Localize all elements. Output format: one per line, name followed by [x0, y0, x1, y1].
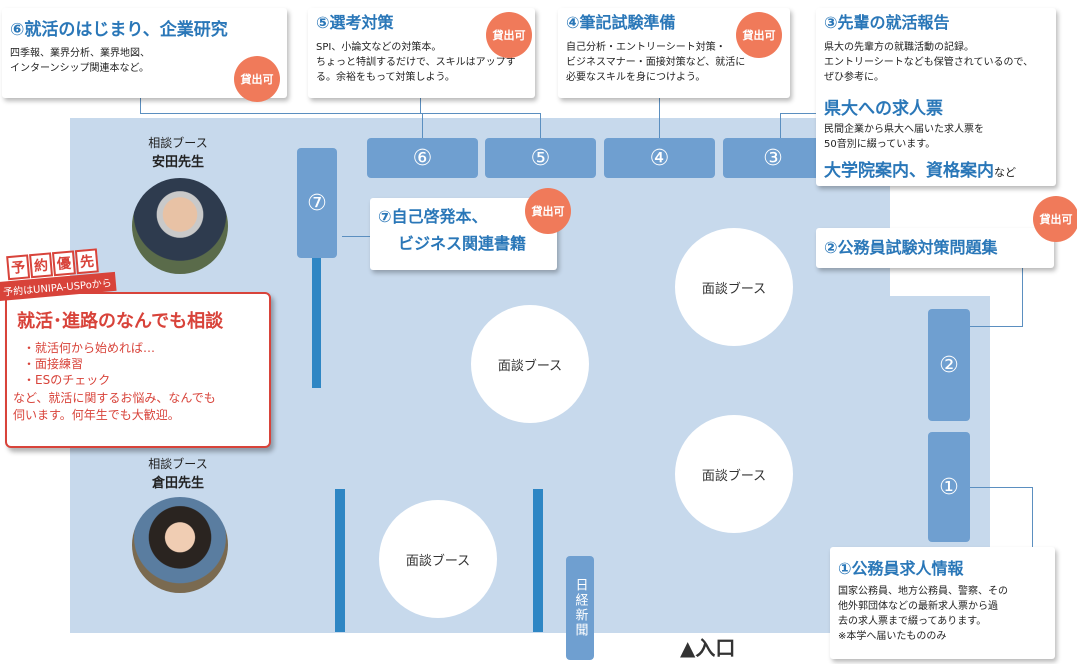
reservation-footer: など、就活に関するお悩み、なんでも伺います。何年生でも大歓迎。 — [13, 391, 216, 422]
card-selection-prep: ⑤選考対策 SPI、小論文などの対策本。ちょっと特訓するだけで、スキルはアップす… — [308, 8, 535, 98]
card-body: 国家公務員、地方公務員、警察、その他外郭団体などの最新求人票から過去の求人票まで… — [838, 586, 1008, 642]
card-title: ②公務員試験対策問題集 — [824, 238, 998, 257]
shelf-6: ⑥ — [367, 138, 478, 178]
connector-line — [140, 98, 141, 114]
connector-line — [968, 326, 1023, 327]
partition-wall — [533, 489, 543, 632]
partition-wall — [312, 258, 321, 388]
interview-booth: 面談ブース — [379, 500, 497, 618]
reservation-title: 就活･進路のなんでも相談 — [17, 311, 224, 332]
lendable-badge: 貸出可 — [736, 12, 782, 58]
card-civil-jobs: ①公務員求人情報 国家公務員、地方公務員、警察、その他外郭団体などの最新求人票か… — [830, 547, 1055, 659]
connector-line — [780, 113, 820, 114]
consult-booth-2: 相談ブース 倉田先生 — [118, 455, 238, 491]
connector-line — [540, 113, 541, 138]
connector-line — [140, 113, 422, 114]
card-body: 自己分析・エントリーシート対策・ビジネスマナー・面接対策など、就活に必要なスキル… — [566, 42, 746, 83]
interview-booth: 面談ブース — [675, 415, 793, 533]
card-company-research: ⑥就活のはじまり、企業研究 四季報、業界分析、業界地図、インターンシップ関連本な… — [2, 8, 287, 102]
avatar — [132, 497, 228, 593]
entrance-label: ▲入口 — [680, 636, 736, 660]
connector-line — [968, 487, 1033, 488]
partition-wall — [335, 489, 345, 632]
lendable-badge: 貸出可 — [234, 56, 280, 102]
grad-school-info: 大学院案内、資格案内など — [824, 161, 1016, 181]
card-title-line2: ビジネス関連書籍 — [398, 234, 527, 253]
consult-label: 相談ブース — [148, 136, 208, 150]
reservation-items: ・就活何から始めれば…・面接練習・ESのチェック — [23, 341, 156, 387]
connector-line — [420, 113, 540, 114]
shelf-2: ② — [928, 309, 970, 421]
connector-line — [780, 113, 781, 138]
shelf-5: ⑤ — [485, 138, 596, 178]
card-body: 県大の先輩方の就職活動の記録。エントリーシートなども保管されているので、ぜひ参考… — [824, 42, 1034, 83]
card-title: ⑤選考対策 — [316, 13, 394, 32]
card-title: ⑥就活のはじまり、企業研究 — [10, 20, 228, 40]
card-body: SPI、小論文などの対策本。ちょっと特訓するだけで、スキルはアップする。余裕をも… — [316, 42, 516, 83]
shelf-7: ⑦ — [297, 148, 337, 258]
shelf-1: ① — [928, 432, 970, 542]
connector-line — [1032, 487, 1033, 547]
consultant-name: 倉田先生 — [151, 476, 204, 491]
card-title: ④筆記試験準備 — [566, 13, 676, 32]
card-title: ①公務員求人情報 — [838, 559, 964, 578]
consultant-name: 安田先生 — [151, 155, 204, 170]
interview-booth: 面談ブース — [471, 305, 589, 423]
lendable-badge: 貸出可 — [486, 12, 532, 58]
connector-line — [342, 236, 370, 237]
shelf-3: ③ — [723, 138, 823, 178]
card-body: 四季報、業界分析、業界地図、インターンシップ関連本など。 — [10, 48, 150, 74]
consult-label: 相談ブース — [148, 457, 208, 471]
card-civil-exam: ②公務員試験対策問題集 貸出可 — [816, 196, 1077, 268]
card-written-exam: ④筆記試験準備 自己分析・エントリーシート対策・ビジネスマナー・面接対策など、就… — [558, 8, 790, 98]
reservation-box: 就活･進路のなんでも相談 ・就活何から始めれば…・面接練習・ESのチェック など… — [5, 292, 271, 448]
consult-booth-1: 相談ブース 安田先生 — [118, 134, 238, 170]
lendable-badge: 貸出可 — [525, 188, 571, 234]
card-senior-reports: ③先輩の就活報告 県大の先輩方の就職活動の記録。エントリーシートなども保管されて… — [816, 8, 1056, 186]
card-self-improvement: ⑦自己啓発本、 ビジネス関連書籍 貸出可 — [370, 188, 571, 270]
connector-line — [659, 98, 660, 138]
newspaper-stand: 日経新聞 — [566, 556, 594, 660]
connector-line — [1022, 268, 1023, 326]
connector-line — [420, 98, 421, 114]
job-listing-title: 県大への求人票 — [824, 99, 943, 119]
avatar — [132, 178, 228, 274]
shelf-4: ④ — [604, 138, 715, 178]
interview-booth: 面談ブース — [675, 228, 793, 346]
card-title: ③先輩の就活報告 — [824, 13, 950, 32]
connector-line — [422, 113, 423, 138]
lendable-badge: 貸出可 — [1033, 196, 1077, 242]
card-title: ⑦自己啓発本、 — [378, 207, 488, 226]
